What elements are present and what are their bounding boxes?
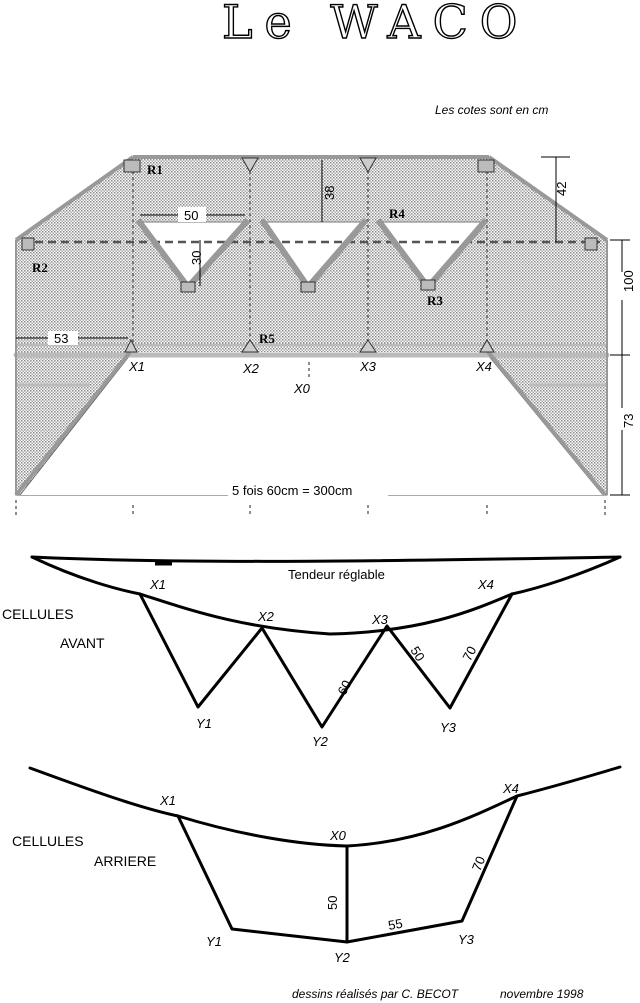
tip-x4	[479, 339, 495, 353]
left-keel-line	[14, 350, 132, 497]
credit-date: novembre 1998	[500, 987, 584, 1001]
dim-38: 38	[322, 186, 337, 200]
pad-right-top	[477, 159, 495, 173]
rear-dim-50: 50	[325, 896, 340, 910]
label-x0: X0	[293, 381, 311, 396]
label-r2: R2	[32, 260, 48, 275]
label-r1: R1	[147, 162, 163, 177]
label-x3: X3	[359, 359, 377, 374]
dim-50: 50	[184, 208, 198, 223]
front-x3: X3	[371, 612, 389, 627]
rear-y2: Y2	[334, 950, 351, 965]
front-dim-60: 60	[334, 678, 354, 698]
front-x2: X2	[257, 609, 275, 624]
front-dim-50: 50	[407, 644, 427, 664]
front-y2: Y2	[312, 734, 329, 749]
front-y3: Y3	[440, 720, 457, 735]
page-title: Le WACO	[222, 0, 530, 49]
rear-x0: X0	[329, 828, 347, 843]
tip-2	[241, 157, 259, 174]
front-y1: Y1	[196, 716, 212, 731]
rear-y3: Y3	[458, 932, 475, 947]
front-label-line2: AVANT	[60, 635, 105, 651]
front-spine	[138, 592, 514, 636]
dim-30: 30	[189, 251, 204, 265]
rear-label-line2: ARRIERE	[94, 853, 156, 869]
rear-dim-70: 70	[469, 854, 488, 873]
span-note: 5 fois 60cm = 300cm	[232, 483, 352, 498]
rear-cells-section: CELLULES ARRIERE X1 X0 X4 Y1 Y2 Y3 50 55…	[12, 765, 622, 965]
units-note: Les cotes sont en cm	[435, 103, 548, 117]
right-diagonal	[487, 155, 609, 242]
dim-73-bg	[614, 408, 630, 430]
dim-100: 100	[621, 270, 636, 292]
pad-1	[180, 281, 196, 293]
kite-plan: R1 R2 R3 R4 R5 X1 X2 X0 X3 X4 50 30 38 4…	[13, 155, 636, 515]
dim-53-bg	[48, 331, 78, 345]
left-diagonal	[14, 155, 135, 242]
tip-x2	[241, 339, 259, 353]
front-top-line	[30, 555, 622, 563]
rear-x4: X4	[502, 781, 519, 796]
credit-author: dessins réalisés par C. BECOT	[292, 987, 460, 1001]
dim-100-bg	[614, 272, 630, 300]
right-keel-line	[486, 350, 607, 497]
pad-r2	[21, 237, 35, 251]
pad-3	[420, 279, 436, 291]
pad-right	[584, 237, 598, 251]
rear-x1: X1	[159, 793, 176, 808]
span-note-bg	[228, 482, 388, 498]
keel-area	[16, 352, 605, 495]
label-x2: X2	[242, 361, 260, 376]
front-cell-profile	[138, 592, 514, 729]
rear-dim-55: 55	[387, 916, 404, 933]
pad-2	[300, 281, 316, 293]
label-r3: R3	[427, 293, 443, 308]
dim-53: 53	[54, 331, 68, 346]
tensioner-label: Tendeur réglable	[288, 567, 385, 582]
rear-y1: Y1	[206, 934, 222, 949]
front-left-bridle	[30, 555, 142, 596]
tip-3	[359, 157, 377, 174]
front-cells-section: Tendeur réglable CELLULES AVANT X1 X2 X3…	[2, 555, 622, 749]
rear-spine	[28, 765, 622, 848]
front-x4: X4	[477, 577, 494, 592]
front-right-bridle	[510, 555, 622, 596]
label-x1: X1	[128, 359, 145, 374]
label-r5: R5	[259, 331, 275, 346]
pad-r1	[123, 159, 141, 173]
tip-x1	[124, 338, 138, 353]
rear-label-line1: CELLULES	[12, 833, 84, 849]
label-x4: X4	[475, 359, 492, 374]
tip-x3	[359, 339, 377, 353]
front-dim-70: 70	[459, 644, 479, 664]
front-label-line1: CELLULES	[2, 606, 74, 622]
dim-42: 42	[554, 182, 569, 196]
dim-50-bg	[178, 207, 206, 222]
label-r4: R4	[389, 206, 405, 221]
front-x1: X1	[149, 577, 166, 592]
dim-73: 73	[621, 414, 636, 428]
